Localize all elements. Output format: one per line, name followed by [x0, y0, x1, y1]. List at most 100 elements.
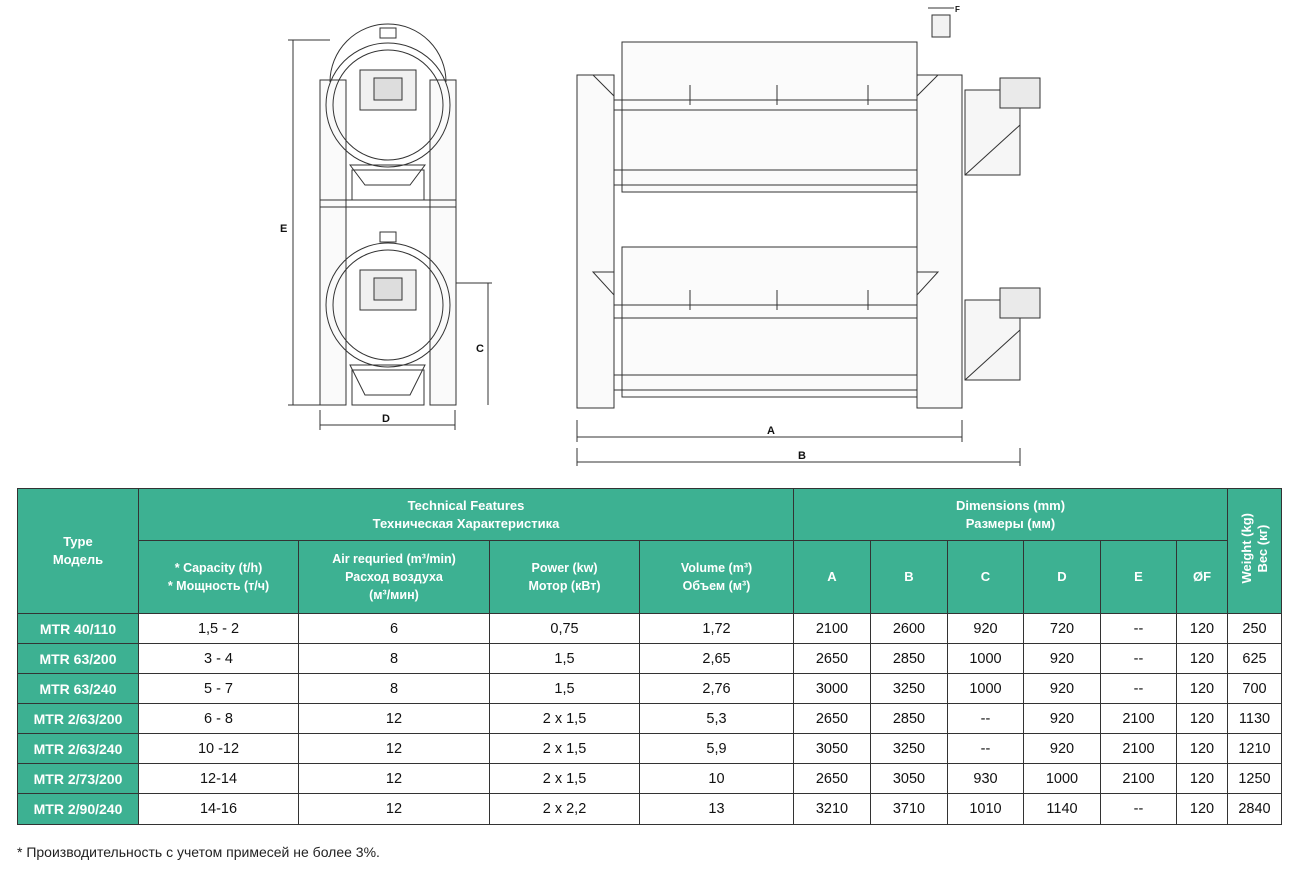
cell-capacity: 14-16 [138, 793, 299, 825]
cell-a: 2650 [793, 763, 871, 794]
col-power-en: Power (kw) [531, 561, 598, 575]
cell-type: MTR 63/240 [17, 673, 139, 704]
cell-b: 3250 [870, 733, 948, 764]
cell-capacity: 10 -12 [138, 733, 299, 764]
cell-f: 120 [1176, 703, 1228, 734]
cell-c: 1000 [947, 643, 1024, 674]
cell-c: 1010 [947, 793, 1024, 825]
cell-air: 8 [298, 643, 490, 674]
cell-volume: 2,65 [639, 643, 794, 674]
cell-d: 920 [1023, 733, 1101, 764]
cell-type: MTR 2/73/200 [17, 763, 139, 794]
cell-power: 2 x 1,5 [489, 703, 640, 734]
dim-header-ru: Размеры (мм) [965, 515, 1056, 531]
col-air-ru: Расход воздуха [345, 570, 443, 584]
cell-d: 720 [1023, 613, 1101, 644]
cell-power: 2 x 1,5 [489, 733, 640, 764]
col-air-unit: (м³/мин) [369, 588, 419, 602]
cell-capacity: 6 - 8 [138, 703, 299, 734]
cell-volume: 2,76 [639, 673, 794, 704]
drawing-svg: E C D [280, 5, 1041, 466]
front-view: A B F [576, 5, 1041, 466]
cell-d: 920 [1023, 673, 1101, 704]
weight-header-text: Weight (kg)Вес (кг) [1239, 513, 1271, 584]
dim-label-f: F [955, 5, 960, 14]
dim-label-c: C [476, 343, 484, 355]
cell-air: 12 [298, 793, 490, 825]
cell-d: 1140 [1023, 793, 1101, 825]
col-volume-ru: Объем (м³) [682, 579, 751, 593]
col-air: Air requried (m³/min) Расход воздуха (м³… [298, 540, 490, 614]
cell-a: 3000 [793, 673, 871, 704]
col-b: B [870, 540, 948, 614]
cell-volume: 5,9 [639, 733, 794, 764]
col-volume: Volume (m³) Объем (м³) [639, 540, 794, 614]
cell-air: 8 [298, 673, 490, 704]
col-capacity: * Capacity (t/h) * Мощность (т/ч) [138, 540, 299, 614]
col-volume-en: Volume (m³) [680, 561, 753, 575]
side-view: E C D [280, 23, 492, 430]
tech-header-ru: Техническая Характеристика [372, 515, 560, 531]
col-d: D [1023, 540, 1101, 614]
cell-weight: 700 [1227, 673, 1282, 704]
cell-air: 12 [298, 703, 490, 734]
type-header-ru: Модель [52, 552, 104, 567]
cell-type: MTR 2/63/200 [17, 703, 139, 734]
cell-a: 3210 [793, 793, 871, 825]
col-a: A [793, 540, 871, 614]
cell-c: 920 [947, 613, 1024, 644]
cell-f: 120 [1176, 733, 1228, 764]
cell-e: -- [1100, 673, 1177, 704]
cell-type: MTR 2/90/240 [17, 793, 139, 825]
dim-label-e: E [280, 223, 287, 235]
type-header-en: Type [63, 534, 93, 549]
cell-c: -- [947, 733, 1024, 764]
cell-e: -- [1100, 793, 1177, 825]
tech-header-en: Technical Features [407, 497, 525, 513]
cell-e: 2100 [1100, 733, 1177, 764]
cell-f: 120 [1176, 673, 1228, 704]
cell-c: 930 [947, 763, 1024, 794]
cell-a: 3050 [793, 733, 871, 764]
col-e: E [1100, 540, 1177, 614]
weight-header-ru: Вес (кг) [1254, 524, 1270, 573]
technical-drawing: E C D [280, 5, 1041, 466]
cell-b: 3250 [870, 673, 948, 704]
tech-header: Technical Features Техническая Характери… [138, 488, 794, 541]
dim-label-a: A [767, 425, 775, 437]
cell-air: 12 [298, 763, 490, 794]
cell-f: 120 [1176, 613, 1228, 644]
col-power-ru: Мотор (кВт) [528, 579, 601, 593]
cell-b: 2850 [870, 703, 948, 734]
cell-f: 120 [1176, 763, 1228, 794]
cell-power: 2 x 1,5 [489, 763, 640, 794]
cell-type: MTR 63/200 [17, 643, 139, 674]
cell-capacity: 3 - 4 [138, 643, 299, 674]
cell-weight: 250 [1227, 613, 1282, 644]
cell-f: 120 [1176, 643, 1228, 674]
cell-e: -- [1100, 613, 1177, 644]
cell-power: 1,5 [489, 643, 640, 674]
cell-weight: 1130 [1227, 703, 1282, 734]
cell-volume: 5,3 [639, 703, 794, 734]
col-capacity-en: * Capacity (t/h) [174, 561, 263, 575]
weight-header: Weight (kg)Вес (кг) [1227, 488, 1282, 614]
col-c: C [947, 540, 1024, 614]
spec-table: Type Модель Technical Features Техническ… [17, 488, 1282, 825]
cell-volume: 1,72 [639, 613, 794, 644]
cell-b: 3710 [870, 793, 948, 825]
cell-weight: 625 [1227, 643, 1282, 674]
dim-label-b: B [798, 450, 806, 462]
cell-e: 2100 [1100, 703, 1177, 734]
dim-header-en: Dimensions (mm) [955, 497, 1066, 513]
cell-capacity: 12-14 [138, 763, 299, 794]
col-power: Power (kw) Мотор (кВт) [489, 540, 640, 614]
cell-type: MTR 40/110 [17, 613, 139, 644]
cell-capacity: 5 - 7 [138, 673, 299, 704]
